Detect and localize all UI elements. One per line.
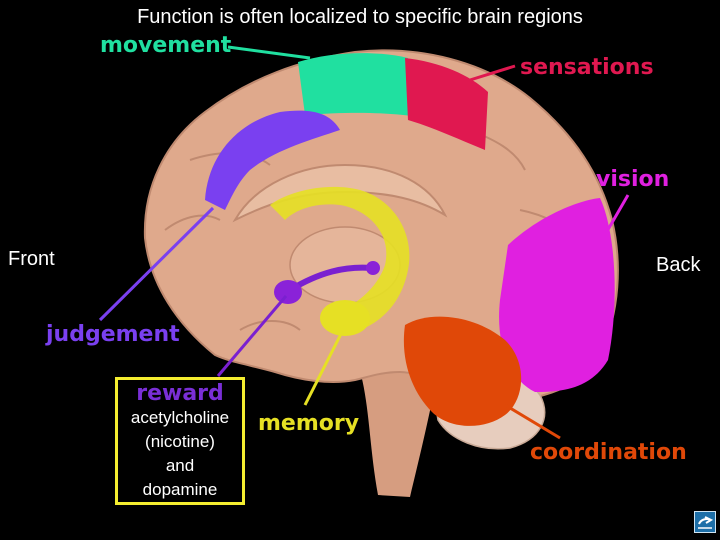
front-label: Front	[8, 248, 55, 270]
memory-region	[270, 186, 410, 333]
reward-details: acetylcholine (nicotine) and dopamine	[118, 406, 242, 502]
reward-detail-line: dopamine	[142, 480, 218, 499]
movement-leader	[227, 45, 311, 60]
page-title: Function is often localized to specific …	[137, 6, 583, 28]
back-label: Back	[656, 254, 701, 276]
reward-label: reward	[136, 381, 224, 406]
navigation-icon[interactable]	[694, 511, 716, 533]
movement-region	[298, 53, 412, 116]
reward-detail-line: and	[165, 456, 195, 475]
reward-callout: reward acetylcholine (nicotine) and dopa…	[115, 377, 245, 505]
reward-leader	[216, 295, 288, 377]
judgement-label: judgement	[46, 322, 180, 347]
sensations-region	[405, 58, 488, 150]
reward-nucleus	[274, 280, 302, 304]
memory-hippocampus	[320, 300, 370, 336]
coordination-region	[403, 316, 522, 426]
memory-leader	[303, 325, 347, 406]
vision-label: vision	[596, 167, 670, 192]
memory-label: memory	[258, 411, 360, 436]
reward-vta	[366, 261, 380, 275]
reward-detail-line: acetylcholine	[130, 408, 230, 427]
judgement-leader	[98, 206, 215, 322]
sensations-label: sensations	[520, 55, 654, 80]
vision-leader	[600, 194, 630, 241]
judgement-region	[205, 110, 340, 210]
coordination-leader	[504, 403, 561, 440]
coordination-label: coordination	[530, 440, 687, 465]
movement-label: movement	[100, 33, 232, 58]
sensations-leader	[469, 64, 516, 82]
reward-detail-line: (nicotine)	[145, 432, 215, 451]
vision-region	[499, 198, 615, 392]
